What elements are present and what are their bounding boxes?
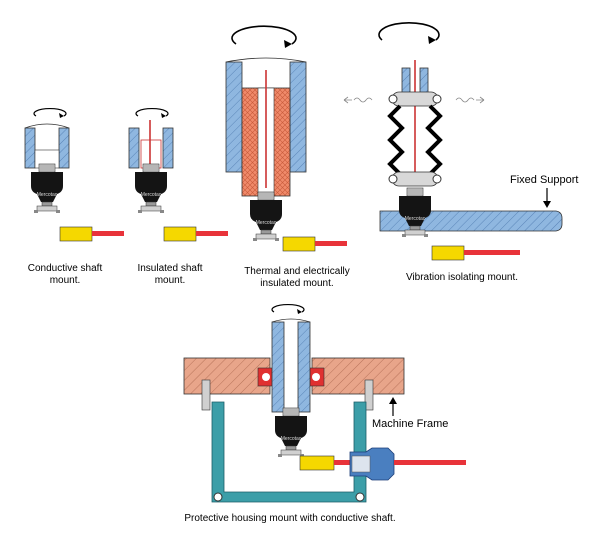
rotation-arrow-icon xyxy=(271,303,305,313)
connector-logo: Mercotac xyxy=(141,192,162,198)
caption-line: Conductive shaft xyxy=(27,263,103,274)
caption-thermal-insulated: Thermal and electrically insulated mount… xyxy=(232,266,362,290)
caption-conductive-shaft: Conductive shaft mount. xyxy=(20,263,110,287)
vibration-isolating-mount: Mercotac xyxy=(343,22,563,261)
caption-vibration-isolating: Vibration isolating mount. xyxy=(392,272,532,284)
caption-line: Protective housing mount with conductive… xyxy=(184,513,396,524)
connector-logo: Mercotac xyxy=(281,436,302,442)
caption-line: Vibration isolating mount. xyxy=(405,272,519,283)
rotation-arrow-icon xyxy=(231,25,297,45)
connector-logo: Mercotac xyxy=(37,192,58,198)
caption-line: Insulated shaft xyxy=(137,263,203,274)
insulated-shaft-mount: Mercotac xyxy=(128,107,228,242)
label-machine-frame: Machine Frame xyxy=(372,418,449,430)
conductive-shaft-mount: Mercotac xyxy=(24,107,124,242)
thermal-insulated-mount: Mercotac xyxy=(225,25,347,252)
protective-housing-mount: Mercotac xyxy=(183,303,466,503)
connector-logo: Mercotac xyxy=(256,220,277,226)
rotation-arrow-icon xyxy=(378,22,440,41)
caption-insulated-shaft: Insulated shaft mount. xyxy=(125,263,215,287)
rotation-arrow-icon xyxy=(33,107,67,117)
connector-logo: Mercotac xyxy=(405,216,426,222)
caption-line: insulated mount. xyxy=(260,278,334,289)
caption-line: mount. xyxy=(49,275,81,286)
rotation-arrow-icon xyxy=(135,107,169,117)
caption-line: Thermal and electrically xyxy=(244,266,350,277)
caption-protective-housing: Protective housing mount with conductive… xyxy=(160,513,420,525)
label-fixed-support: Fixed Support xyxy=(510,174,579,186)
caption-line: mount. xyxy=(154,275,186,286)
